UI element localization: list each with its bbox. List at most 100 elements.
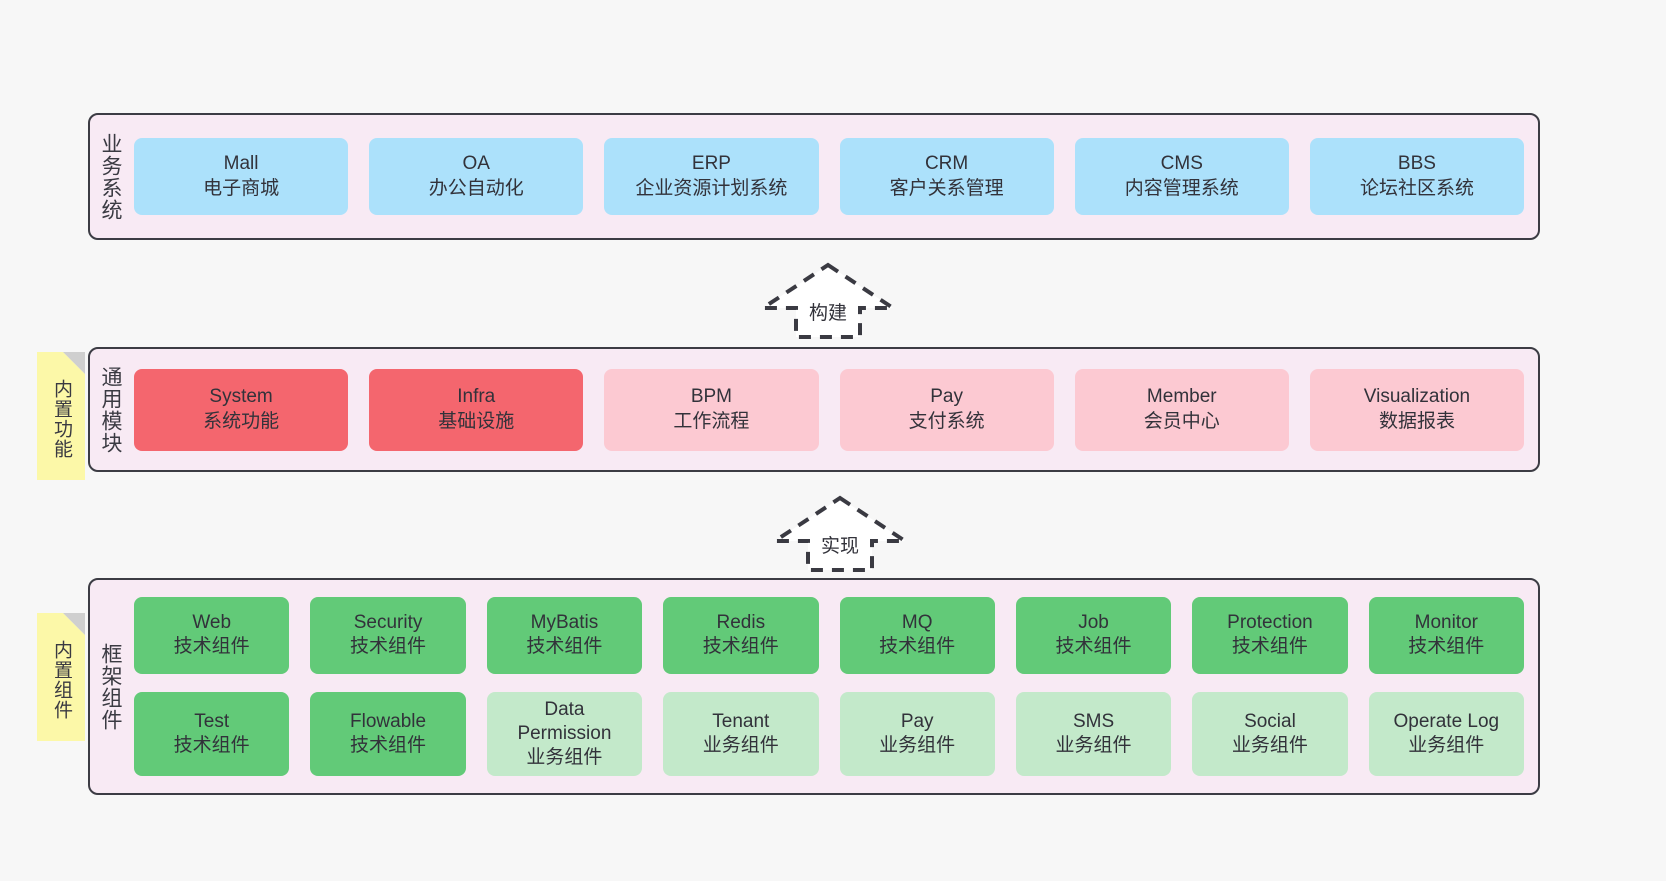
layer-common-modules: 通用模块 System 系统功能 Infra 基础设施 BPM 工作流程 Pay… <box>88 347 1540 472</box>
node-cms[interactable]: CMS 内容管理系统 <box>1074 138 1289 215</box>
note-builtin-features: 内置功能 <box>37 352 85 480</box>
note-text: 内置功能 <box>51 379 73 459</box>
node-protection[interactable]: Protection 技术组件 <box>1192 596 1348 674</box>
node-desc: 支付系统 <box>908 410 985 432</box>
node-title: Member <box>1146 386 1217 408</box>
node-tenant[interactable]: Tenant 业务组件 <box>663 691 819 777</box>
node-title: Pay <box>930 386 963 408</box>
node-desc: 技术组件 <box>350 636 427 658</box>
node-desc: 技术组件 <box>173 735 250 756</box>
node-title: Web <box>192 611 232 633</box>
node-title: ERP <box>691 153 731 175</box>
modules-row: System 系统功能 Infra 基础设施 BPM 工作流程 Pay 支付系统… <box>134 368 1525 451</box>
node-title: Pay <box>900 710 934 732</box>
node-title: Test <box>194 710 230 732</box>
note-fold-icon <box>63 352 85 374</box>
node-desc: 业务组件 <box>879 735 956 756</box>
node-desc: 系统功能 <box>203 410 280 432</box>
node-desc: 客户关系管理 <box>889 177 1004 199</box>
node-title: Data Permission <box>517 698 612 744</box>
node-title: MyBatis <box>530 611 599 633</box>
node-desc: 技术组件 <box>526 636 603 658</box>
node-web[interactable]: Web 技术组件 <box>134 596 290 674</box>
node-desc: 技术组件 <box>173 636 250 658</box>
node-infra[interactable]: Infra 基础设施 <box>369 368 584 451</box>
node-title: CMS <box>1160 153 1203 175</box>
node-system[interactable]: System 系统功能 <box>134 368 349 451</box>
note-builtin-components: 内置组件 <box>37 613 85 741</box>
node-desc: 技术组件 <box>879 636 956 658</box>
layer-framework-components: 框架组件 Web 技术组件 Security 技术组件 MyBatis 技术组件… <box>88 578 1540 795</box>
node-job[interactable]: Job 技术组件 <box>1015 596 1172 674</box>
node-desc: 企业资源计划系统 <box>635 177 788 199</box>
arrow-build: 构建 <box>756 262 900 340</box>
framework-row-1: Web 技术组件 Security 技术组件 MyBatis 技术组件 Redi… <box>134 596 1524 674</box>
node-mybatis[interactable]: MyBatis 技术组件 <box>486 596 643 674</box>
node-desc: 技术组件 <box>702 636 779 658</box>
node-title: Monitor <box>1414 611 1478 633</box>
node-title: Tenant <box>712 710 770 732</box>
framework-row-2: Test 技术组件 Flowable 技术组件 Data Permission … <box>134 691 1524 777</box>
layer-business-systems: 业务系统 Mall 电子商城 OA 办公自动化 ERP 企业资源计划系统 CRM… <box>88 113 1540 240</box>
node-desc: 业务组件 <box>702 735 779 756</box>
layer-title-framework-components: 框架组件 <box>98 642 122 731</box>
node-bbs[interactable]: BBS 论坛社区系统 <box>1309 138 1525 215</box>
node-oa[interactable]: OA 办公自动化 <box>369 138 584 215</box>
business-row: Mall 电子商城 OA 办公自动化 ERP 企业资源计划系统 CRM 客户关系… <box>134 138 1525 215</box>
node-test[interactable]: Test 技术组件 <box>134 691 290 777</box>
node-desc: 内容管理系统 <box>1124 177 1239 199</box>
node-pay-module[interactable]: Pay 支付系统 <box>839 368 1054 451</box>
node-title: Social <box>1244 710 1296 732</box>
node-desc: 论坛社区系统 <box>1359 177 1474 199</box>
node-title: Mall <box>223 153 259 175</box>
node-desc: 电子商城 <box>203 177 280 199</box>
node-data-permission[interactable]: Data Permission 业务组件 <box>486 691 643 777</box>
layer-body-business-systems: Mall 电子商城 OA 办公自动化 ERP 企业资源计划系统 CRM 客户关系… <box>130 115 1538 238</box>
layer-title-common-modules: 通用模块 <box>98 365 122 454</box>
node-monitor[interactable]: Monitor 技术组件 <box>1368 596 1524 674</box>
node-title: Operate Log <box>1393 710 1500 732</box>
node-mall[interactable]: Mall 电子商城 <box>134 138 349 215</box>
node-desc: 基础设施 <box>438 410 515 432</box>
node-title: System <box>209 386 273 408</box>
node-desc: 业务组件 <box>1231 735 1308 756</box>
node-title: BBS <box>1397 153 1436 175</box>
node-desc: 业务组件 <box>526 747 603 769</box>
node-redis[interactable]: Redis 技术组件 <box>663 596 819 674</box>
node-flowable[interactable]: Flowable 技术组件 <box>310 691 466 777</box>
node-pay-component[interactable]: Pay 业务组件 <box>839 691 995 777</box>
node-sms[interactable]: SMS 业务组件 <box>1015 691 1172 777</box>
node-bpm[interactable]: BPM 工作流程 <box>604 368 819 451</box>
node-social[interactable]: Social 业务组件 <box>1192 691 1348 777</box>
node-title: Redis <box>716 611 766 633</box>
node-crm[interactable]: CRM 客户关系管理 <box>839 138 1054 215</box>
node-security[interactable]: Security 技术组件 <box>310 596 466 674</box>
arrow-implement-label: 实现 <box>820 536 860 557</box>
layer-title-business-systems: 业务系统 <box>98 132 122 221</box>
node-desc: 业务组件 <box>1408 735 1485 756</box>
node-title: SMS <box>1072 710 1115 732</box>
node-title: BPM <box>690 386 733 408</box>
node-mq[interactable]: MQ 技术组件 <box>839 596 995 674</box>
node-member[interactable]: Member 会员中心 <box>1074 368 1289 451</box>
node-title: Visualization <box>1363 386 1471 408</box>
arrow-implement: 实现 <box>768 495 912 573</box>
node-title: Security <box>353 611 423 633</box>
node-desc: 技术组件 <box>350 735 427 756</box>
node-desc: 技术组件 <box>1055 636 1132 658</box>
node-desc: 业务组件 <box>1055 735 1132 756</box>
node-desc: 会员中心 <box>1143 410 1220 432</box>
note-text: 内置组件 <box>51 640 73 720</box>
node-erp[interactable]: ERP 企业资源计划系统 <box>604 138 819 215</box>
arrow-build-label: 构建 <box>808 303 848 324</box>
note-fold-icon <box>63 613 85 635</box>
node-desc: 技术组件 <box>1408 636 1485 658</box>
node-operate-log[interactable]: Operate Log 业务组件 <box>1368 691 1524 777</box>
layer-body-common-modules: System 系统功能 Infra 基础设施 BPM 工作流程 Pay 支付系统… <box>130 349 1538 470</box>
node-title: OA <box>462 153 490 175</box>
node-title: MQ <box>901 611 933 633</box>
node-title: Infra <box>457 386 496 408</box>
layer-body-framework-components: Web 技术组件 Security 技术组件 MyBatis 技术组件 Redi… <box>130 580 1538 793</box>
node-visualization[interactable]: Visualization 数据报表 <box>1309 368 1525 451</box>
